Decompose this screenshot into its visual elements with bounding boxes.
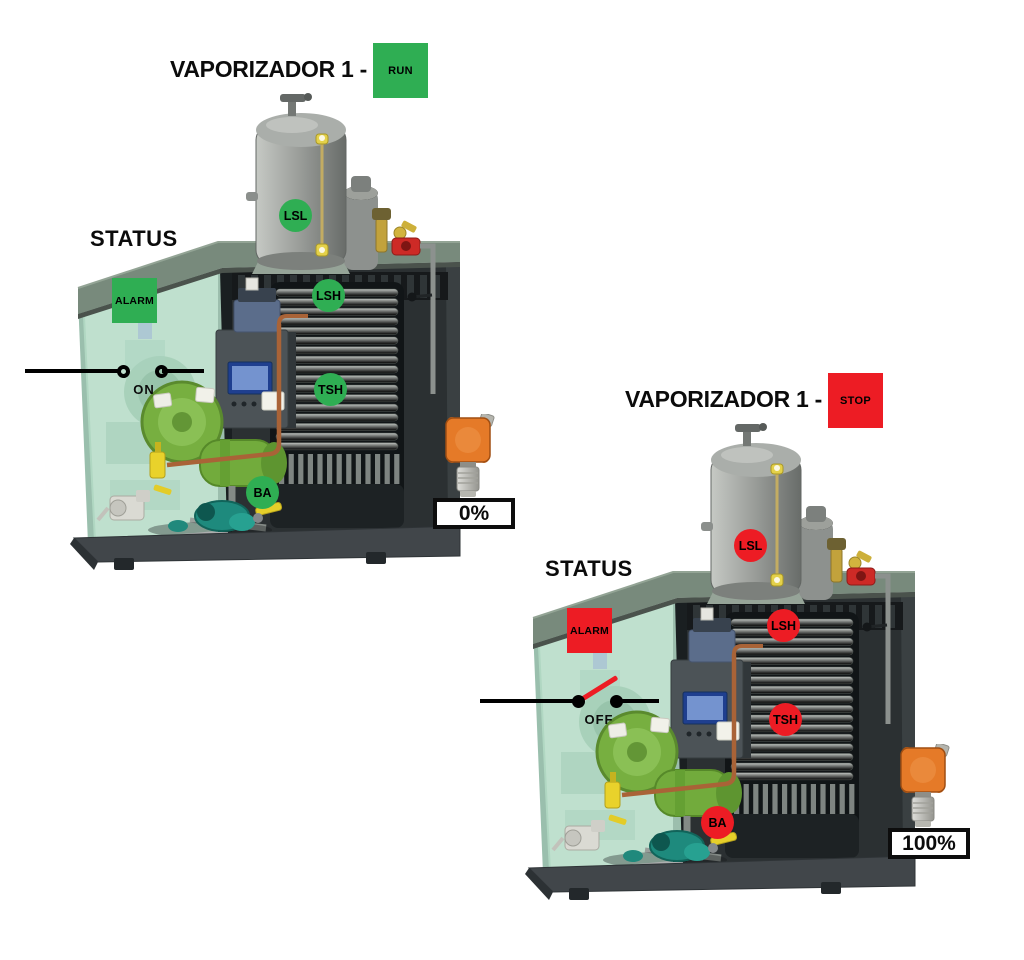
indicator-lsh[interactable]: LSH — [312, 279, 345, 312]
vaporizer-unit-2: VAPORIZADOR 1 - STOP STATUS ALARM OFF LS… — [475, 370, 985, 915]
switch-state-label: ON — [133, 382, 155, 397]
status-heading: STATUS — [90, 226, 178, 251]
gas-detector-icon — [895, 744, 951, 828]
unit-title: VAPORIZADOR 1 - — [170, 56, 367, 82]
run-stop-indicator[interactable]: STOP — [828, 373, 883, 428]
alarm-indicator[interactable]: ALARM — [567, 608, 612, 653]
indicator-tsh[interactable]: TSH — [314, 373, 347, 406]
gas-level-display: 0% — [433, 498, 515, 529]
switch-wire-right — [162, 369, 204, 373]
indicator-ba[interactable]: BA — [701, 806, 734, 839]
switch-contact-right — [610, 694, 623, 708]
alarm-indicator[interactable]: ALARM — [112, 278, 157, 323]
power-switch[interactable]: OFF — [480, 675, 675, 733]
switch-state-label: OFF — [584, 712, 614, 727]
indicator-tsh[interactable]: TSH — [769, 703, 802, 736]
power-switch[interactable]: ON — [25, 355, 220, 403]
switch-wire-left — [25, 369, 119, 373]
status-heading: STATUS — [545, 556, 633, 581]
unit-title: VAPORIZADOR 1 - — [625, 386, 822, 412]
switch-wire-right — [617, 699, 659, 703]
indicator-lsl[interactable]: LSL — [734, 529, 767, 562]
indicator-ba[interactable]: BA — [246, 476, 279, 509]
indicator-lsl[interactable]: LSL — [279, 199, 312, 232]
indicator-lsh[interactable]: LSH — [767, 609, 800, 642]
switch-contact-right — [155, 364, 168, 378]
switch-contact-left — [572, 694, 585, 708]
switch-wire-left — [480, 699, 574, 703]
switch-contact-left — [117, 364, 130, 378]
run-stop-indicator[interactable]: RUN — [373, 43, 428, 98]
vaporizer-unit-1: VAPORIZADOR 1 - RUN STATUS ALARM ON LSL … — [20, 40, 530, 585]
gas-level-display: 100% — [888, 828, 970, 859]
